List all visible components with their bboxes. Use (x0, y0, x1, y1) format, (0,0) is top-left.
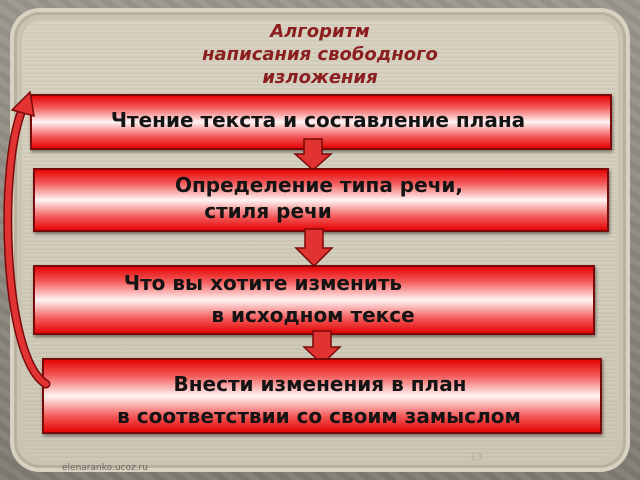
slide-title: Алгоритм написания свободного изложения (130, 20, 510, 89)
step-3-line-1: Что вы хотите изменить (123, 271, 403, 295)
step-box-2 (33, 168, 609, 232)
step-2-line-1: Определение типа речи, (174, 173, 464, 197)
down-arrow-icon (293, 138, 333, 172)
title-line-2: написания свободного (202, 44, 438, 65)
page-number: 13 (470, 452, 483, 463)
feedback-curved-arrow-icon (3, 90, 51, 389)
step-4-line-2: в соответствии со своим замыслом (117, 404, 521, 428)
down-arrow-icon (294, 228, 334, 268)
footer-site: elenaranko.ucoz.ru (62, 463, 148, 473)
title-line-1: Алгоритм (270, 21, 370, 42)
title-line-3: изложения (262, 67, 378, 88)
step-3-line-2: в исходном тексе (211, 303, 415, 327)
step-4-line-1: Внести изменения в план (173, 372, 467, 396)
down-arrow-icon (302, 330, 342, 366)
step-box-4 (42, 358, 602, 434)
step-1-text: Чтение текста и составление плана (110, 108, 526, 132)
step-2-line-2: стиля речи (204, 199, 332, 223)
